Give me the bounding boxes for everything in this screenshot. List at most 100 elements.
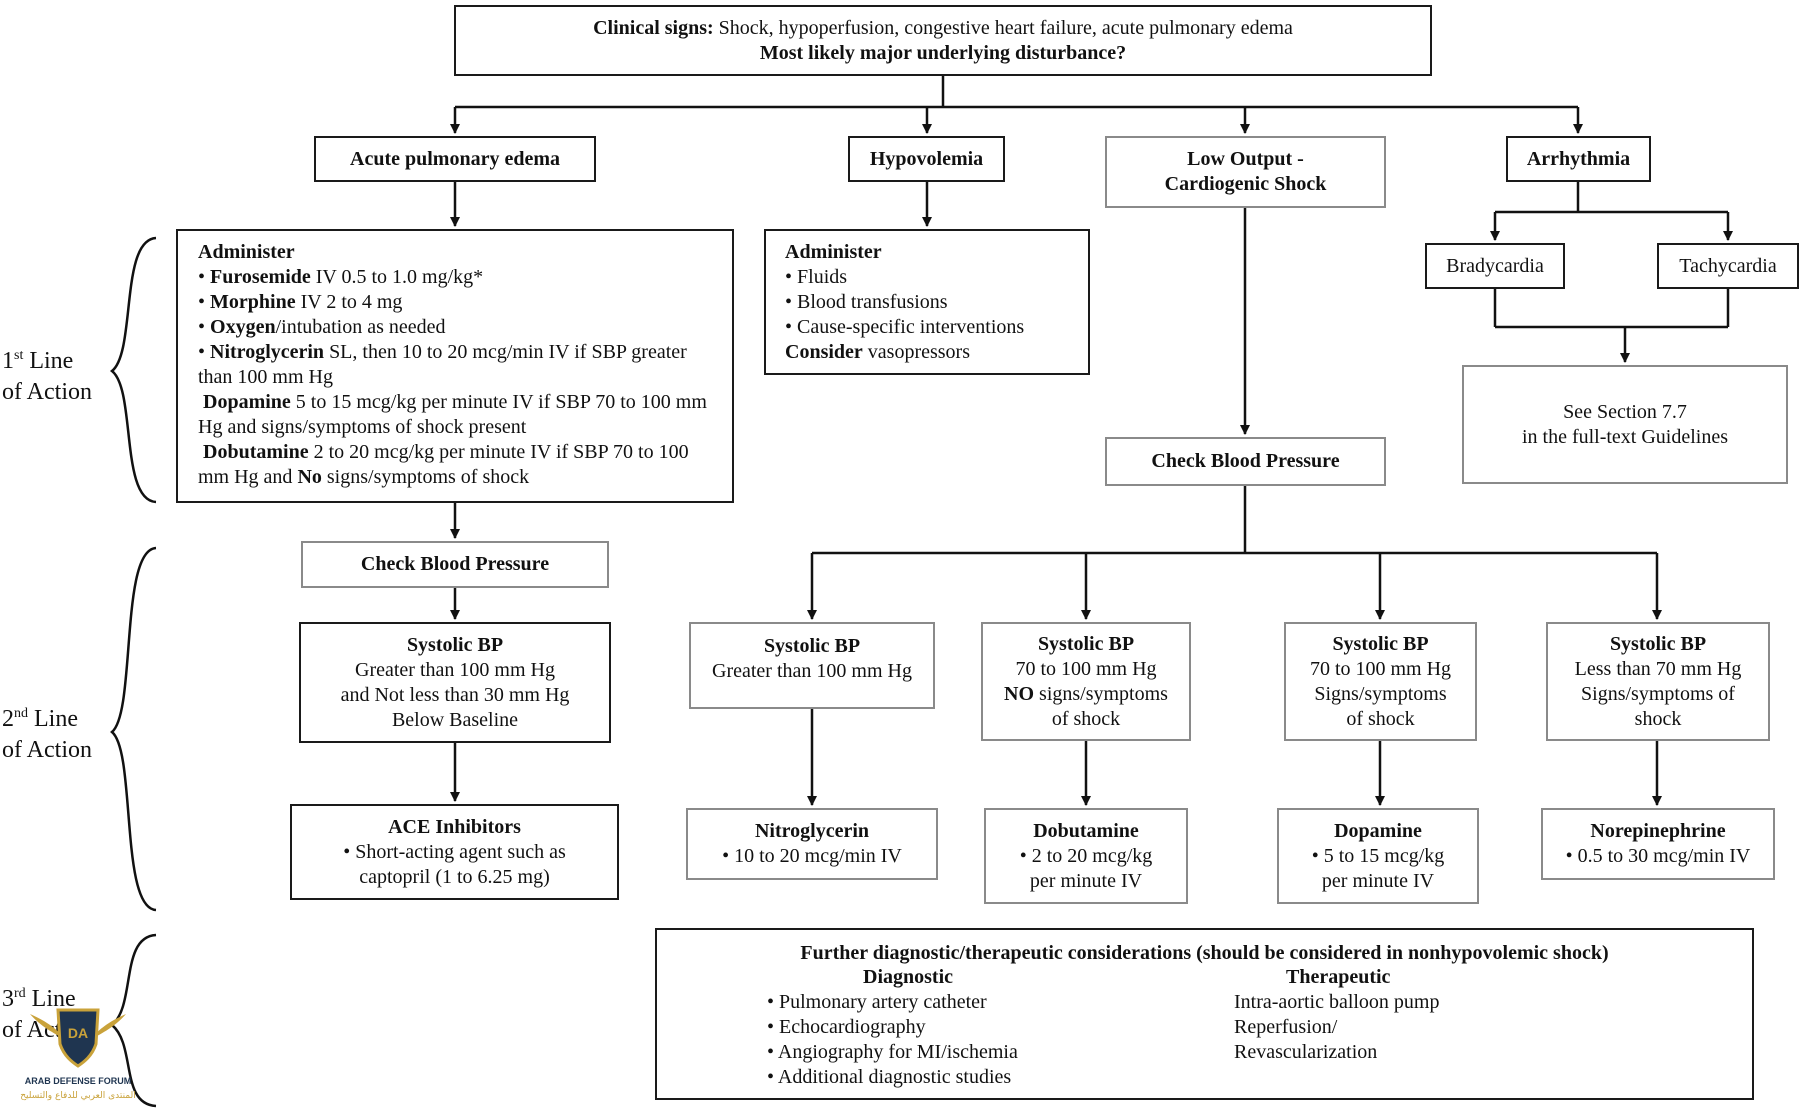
tachycardia-label: Tachycardia: [1679, 254, 1777, 277]
vasopressors-text: vasopressors: [862, 341, 971, 363]
morphine-dose: IV 2 to 4 mg: [295, 291, 403, 313]
sbp-range: 70 to 100 mm Hg: [1015, 657, 1157, 680]
bradycardia-label: Bradycardia: [1446, 254, 1544, 277]
diagnostic-item: • Pulmonary artery catheter: [767, 991, 987, 1013]
sbp-range: Greater than 100 mm Hg: [712, 660, 912, 682]
sbp-of-shock: of shock: [1051, 707, 1121, 730]
ape-furosemide-item: • Furosemide IV 0.5 to 1.0 mg/kg*: [198, 266, 484, 288]
first-suffix: st: [14, 348, 24, 363]
sbp-less-70-box: Systolic BP Less than 70 mm Hg Signs/sym…: [1546, 622, 1770, 741]
hypovolemia-item: • Blood transfusions: [785, 291, 948, 313]
sbp-title: Systolic BP: [763, 635, 861, 657]
drug-dose-unit: per minute IV: [1321, 869, 1435, 892]
first-line-of-action-label: 1st Line of Action: [2, 340, 92, 408]
sbp-of-shock: of shock: [1346, 707, 1415, 730]
diagnostic-heading: Diagnostic: [863, 966, 953, 988]
see-section-box: See Section 7.7 in the full-text Guideli…: [1462, 365, 1788, 484]
consider-label: Consider: [785, 341, 863, 363]
see-section-line1: See Section 7.7: [1563, 400, 1687, 423]
check-bp-box-left: Check Blood Pressure: [301, 541, 609, 588]
diagnostic-column: Diagnostic • Pulmonary artery catheter •…: [767, 965, 1147, 1090]
oxygen-detail: /intubation as needed: [275, 316, 446, 338]
third-suffix: rd: [14, 986, 26, 1001]
second-line-of-action-label: 2nd Line of Action: [2, 698, 92, 766]
check-bp-label: Check Blood Pressure: [360, 553, 550, 575]
hypovolemia-item: • Fluids: [785, 266, 848, 288]
fluids-item: Fluids: [797, 266, 848, 288]
second-ordinal: 2: [2, 706, 14, 732]
ape-morphine-item: • Morphine IV 2 to 4 mg: [198, 291, 403, 313]
underlying-disturbance-question: Most likely major underlying disturbance…: [759, 41, 1127, 64]
ape-oxygen-item: • Oxygen/intubation as needed: [198, 316, 446, 338]
dopamine-name: Dopamine: [203, 391, 291, 413]
third-line-word: Line: [25, 986, 76, 1012]
ace-inhibitors-box: ACE Inhibitors • Short-acting agent such…: [290, 804, 619, 900]
watermark-name-ar: المنتدى العربي للدفاع والتسليح: [20, 1091, 135, 1101]
low-output-box: Low Output - Cardiogenic Shock: [1105, 136, 1386, 208]
hypovolemia-label: Hypovolemia: [869, 147, 984, 170]
acute-pulmonary-edema-label: Acute pulmonary edema: [350, 147, 560, 170]
therapeutic-item: Reperfusion/: [1234, 1016, 1338, 1038]
hypovolemia-box: Hypovolemia: [848, 136, 1005, 182]
hypovolemia-administer-heading: Administer: [785, 241, 882, 263]
cause-specific-item: Cause-specific interventions: [797, 316, 1025, 338]
first-of-action: of Action: [2, 379, 92, 405]
sbp-left-line2: and Not less than 30 mm Hg: [340, 683, 570, 706]
sbp-left-line1: Greater than 100 mm Hg: [355, 658, 555, 681]
clinical-signs-box: Clinical signs: Shock, hypoperfusion, co…: [454, 5, 1432, 76]
sbp-signs: Signs/symptoms: [1314, 682, 1447, 705]
sbp-no-signs: NO signs/symptoms: [983, 682, 1189, 707]
second-line-word: Line: [28, 706, 78, 732]
blood-transfusions-item: Blood transfusions: [797, 291, 948, 313]
dopamine-dose: 5 to 15 mcg/kg per minute IV if SBP 70 t…: [198, 391, 707, 438]
dobutamine-condition: signs/symptoms of shock: [321, 466, 530, 488]
diagnostic-item: • Additional diagnostic studies: [767, 1066, 1012, 1088]
tachycardia-box: Tachycardia: [1657, 243, 1799, 289]
bradycardia-box: Bradycardia: [1425, 243, 1565, 289]
sbp-range: Less than 70 mm Hg: [1574, 657, 1742, 680]
drug-dose: • 5 to 15 mcg/kg: [1311, 844, 1445, 867]
watermark-initials: DA: [68, 1025, 88, 1041]
ape-nitroglycerin-item: • Nitroglycerin SL, then 10 to 20 mcg/mi…: [198, 341, 687, 388]
nitroglycerin-dose: SL, then 10 to 20 mcg/min IV if SBP grea…: [198, 341, 687, 388]
arab-defense-forum-watermark: DA ARAB DEFENSE FORUM المنتدى العربي للد…: [8, 1000, 148, 1104]
sbp-left-line3: Below Baseline: [391, 708, 519, 731]
shield-logo-icon: DA ARAB DEFENSE FORUM المنتدى العربي للد…: [20, 1008, 136, 1101]
sbp-left-title: Systolic BP: [406, 633, 504, 656]
oxygen-name: Oxygen: [210, 316, 276, 338]
arrhythmia-box: Arrhythmia: [1506, 136, 1651, 182]
sbp-no-label: NO: [1004, 682, 1035, 705]
consider-vasopressors: Consider vasopressors: [785, 340, 1069, 365]
clinical-signs-label: Clinical signs:: [593, 16, 714, 39]
drug-dose: • 2 to 20 mcg/kg: [1019, 844, 1153, 867]
therapeutic-heading: Therapeutic: [1286, 966, 1391, 988]
dobutamine-dose: 2 to 20 mcg/kg per minute IV if SBP 70 t…: [198, 441, 689, 488]
sbp-range: 70 to 100 mm Hg: [1309, 657, 1452, 680]
sbp-70-100-no-shock-box: Systolic BP 70 to 100 mm Hg NO signs/sym…: [981, 622, 1191, 741]
third-ordinal: 3: [2, 986, 14, 1012]
see-section-line2: in the full-text Guidelines: [1521, 425, 1729, 448]
furosemide-name: Furosemide: [210, 266, 311, 288]
therapeutic-item: Intra-aortic balloon pump: [1234, 991, 1440, 1013]
drug-dose: • 10 to 20 mcg/min IV: [722, 845, 902, 867]
ape-dobutamine-item: Dobutamine 2 to 20 mcg/kg per minute IV …: [198, 440, 712, 490]
sbp-greater-100-box: Systolic BP Greater than 100 mm Hg: [689, 622, 935, 709]
sbp-70-100-shock-box: Systolic BP 70 to 100 mm Hg Signs/sympto…: [1284, 622, 1477, 741]
dobutamine-name: Dobutamine: [203, 441, 309, 463]
second-suffix: nd: [14, 706, 28, 721]
sbp-signs: Signs/symptoms of: [1581, 682, 1735, 705]
hypovolemia-administer-box: Administer • Fluids • Blood transfusions…: [764, 229, 1090, 375]
therapeutic-column: Therapeutic Intra-aortic balloon pump Re…: [1234, 965, 1614, 1065]
further-considerations-box: Further diagnostic/therapeutic considera…: [655, 928, 1754, 1100]
sbp-left-box: Systolic BP Greater than 100 mm Hg and N…: [299, 622, 611, 743]
check-bp-box-right: Check Blood Pressure: [1105, 437, 1386, 486]
dobutamine-box: Dobutamine • 2 to 20 mcg/kg per minute I…: [984, 808, 1188, 904]
ape-administer-heading: Administer: [198, 241, 295, 263]
drug-dose-unit: per minute IV: [1029, 869, 1143, 892]
watermark-name-en: ARAB DEFENSE FORUM: [25, 1076, 132, 1086]
acute-pulmonary-edema-box: Acute pulmonary edema: [314, 136, 596, 182]
sbp-title: Systolic BP: [1609, 632, 1707, 655]
ace-line1: • Short-acting agent such as: [343, 840, 566, 863]
sbp-title: Systolic BP: [1037, 632, 1135, 655]
